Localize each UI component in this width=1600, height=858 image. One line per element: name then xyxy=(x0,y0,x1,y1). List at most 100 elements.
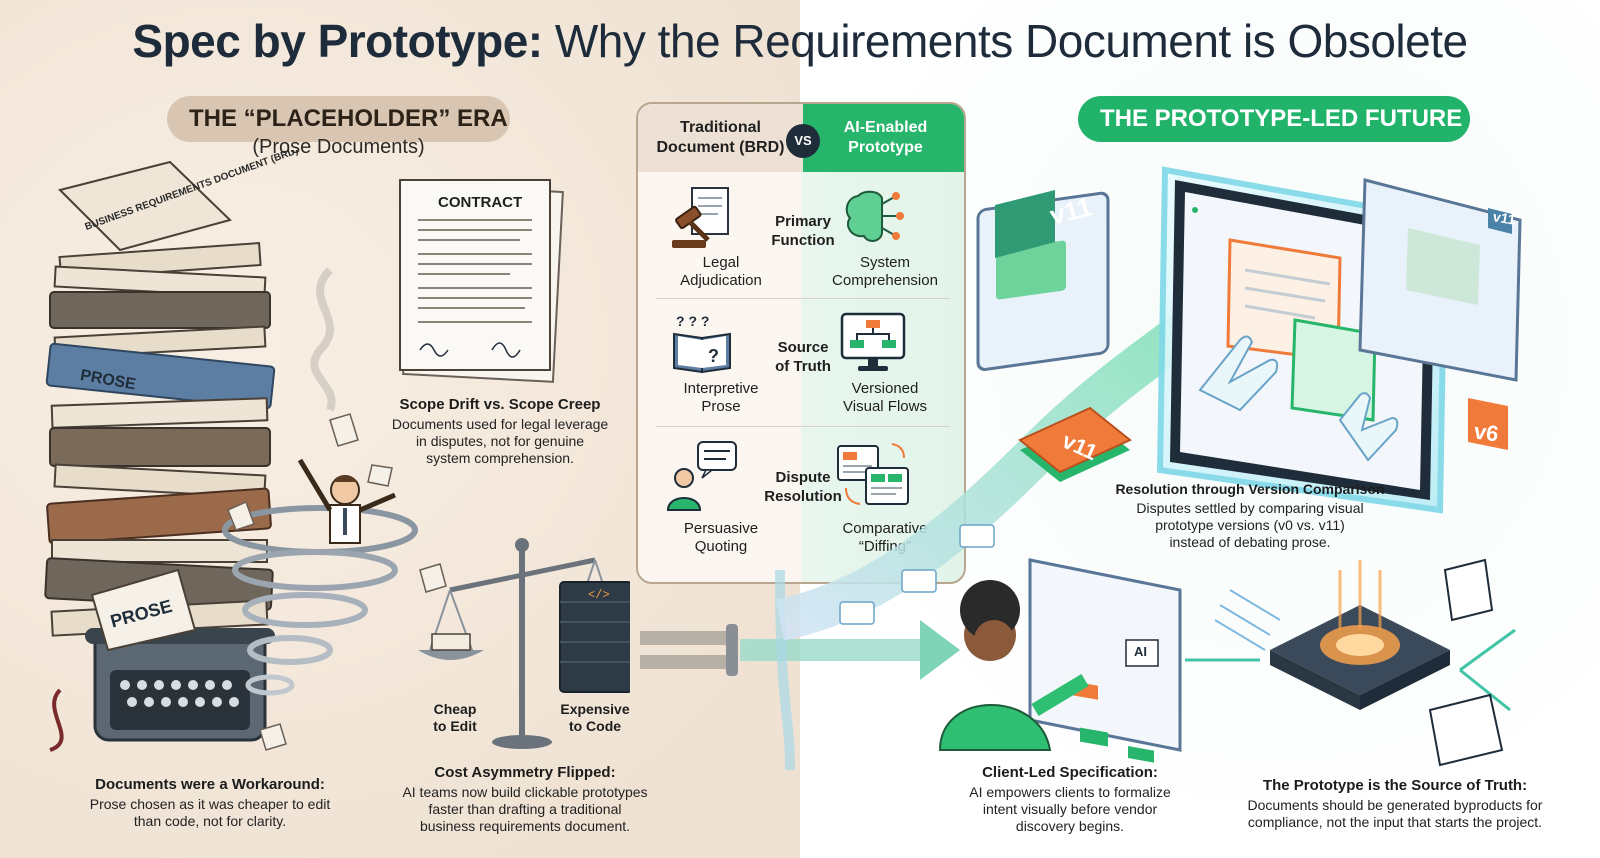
interpretive-prose-label: Interpretive Prose xyxy=(646,380,796,416)
cheap-line: Cheap xyxy=(433,701,477,717)
row-label-line: Dispute xyxy=(775,469,831,486)
header-line: Document (BRD) xyxy=(656,139,785,156)
ai-screen-label: AI xyxy=(1134,644,1147,659)
vs-badge: VS xyxy=(786,124,820,158)
ai-prototype-header: AI-Enabled Prototype xyxy=(803,104,964,172)
scope-drift-line: in disputes, not for genuine xyxy=(415,433,585,449)
workaround-line: Prose chosen as it was cheaper to edit xyxy=(89,796,331,812)
client-led-body: AI empowers clients to formalize intent … xyxy=(940,784,1200,835)
prose-paper xyxy=(90,568,197,652)
prototype-screen-small xyxy=(976,190,1110,371)
svg-text:?: ? xyxy=(708,346,719,366)
legal-adjudication-label: Legal Adjudication xyxy=(646,254,796,290)
flow-arrows xyxy=(1185,628,1516,712)
data-streams xyxy=(1214,589,1281,651)
cost-asymmetry-body: AI teams now build clickable prototypes … xyxy=(375,784,675,835)
row-label-line: Function xyxy=(771,232,835,249)
client-line: intent visually before vendor xyxy=(982,801,1158,817)
brain-network-icon xyxy=(845,190,904,242)
row-label-line: of Truth xyxy=(775,358,831,375)
workaround-title: Documents were a Workaround: xyxy=(95,776,325,793)
svg-text:</>: </> xyxy=(588,588,610,602)
cell-line: Comparative xyxy=(842,520,928,537)
workaround-line: than code, not for clarity. xyxy=(133,813,287,829)
flow-arrow xyxy=(920,620,960,680)
smoke-swirl xyxy=(310,267,336,412)
client-screen xyxy=(1028,558,1182,763)
flying-papers xyxy=(227,413,447,751)
placeholder-era-illustration: BUSINESS REQUIREMENTS DOCUMENT (BRD) PRO… xyxy=(44,150,630,752)
v11-chip-icon xyxy=(1018,406,1132,482)
cell-line: Persuasive xyxy=(683,520,759,537)
client-person-icon xyxy=(938,580,1089,751)
gavel-document-icon xyxy=(672,187,729,248)
scope-drift-body: Documents used for legal leverage in dis… xyxy=(360,416,640,467)
title-rest: Why the Requirements Document is Obsolet… xyxy=(554,15,1468,67)
resolution-title: Resolution through Version Comparison xyxy=(1115,481,1385,497)
cost-line: AI teams now build clickable prototypes xyxy=(402,784,648,800)
v11-badge-shape xyxy=(995,190,1055,258)
back-prototype-screen xyxy=(1358,178,1522,382)
generated-documents-icon xyxy=(1428,558,1504,767)
workaround-body: Prose chosen as it was cheaper to edit t… xyxy=(45,796,375,830)
source-of-truth-title: The Prototype is the Source of Truth: xyxy=(1262,777,1528,794)
cost-line: business requirements document. xyxy=(419,818,631,834)
source-line: Documents should be generated byproducts… xyxy=(1247,797,1543,813)
header-line: AI-Enabled xyxy=(843,119,928,136)
cell-line: Quoting xyxy=(694,538,748,555)
resolution-line: prototype versions (v0 vs. v11) xyxy=(1155,517,1345,533)
source-of-truth-platform-icon xyxy=(1270,560,1450,710)
row-source-of-truth-label: Source of Truth xyxy=(753,338,853,376)
cost-asymmetry-title: Cost Asymmetry Flipped: xyxy=(434,764,616,781)
prototype-future-illustration xyxy=(640,166,1522,770)
cell-line: Prose xyxy=(701,398,741,415)
expensive-line: to Code xyxy=(568,718,622,734)
cell-line: Visual Flows xyxy=(843,398,927,415)
cheap-line: to Edit xyxy=(433,718,477,734)
source-line: compliance, not the input that starts th… xyxy=(1247,814,1543,830)
versioned-visual-flows-label: Versioned Visual Flows xyxy=(810,380,960,416)
expensive-to-code-label: Expensive to Code xyxy=(552,701,638,735)
title-bold-part: Spec by Prototype: xyxy=(132,15,543,67)
cell-line: Versioned xyxy=(851,380,919,397)
row-label-line: Resolution xyxy=(764,488,842,505)
cell-line: Legal xyxy=(702,254,740,271)
svg-text:? ? ?: ? ? ? xyxy=(676,313,709,329)
client-led-title: Client-Led Specification: xyxy=(982,764,1158,781)
version-tag-v6: v6 xyxy=(1472,418,1501,447)
placeholder-era-subtitle: (Prose Documents) xyxy=(252,136,425,158)
open-book-question-icon: ? ? ? ? xyxy=(673,313,731,374)
scope-drift-line: Documents used for legal leverage xyxy=(391,416,609,432)
expensive-line: Expensive xyxy=(560,701,630,717)
tornado-icon xyxy=(222,505,418,696)
row-divider xyxy=(656,298,950,299)
contract-label: CONTRACT xyxy=(438,194,522,211)
client-line: AI empowers clients to formalize xyxy=(969,784,1171,800)
balance-scale-icon: </> xyxy=(418,538,630,749)
speaking-person-icon xyxy=(666,441,737,511)
monitor-flowchart-icon xyxy=(840,312,906,371)
row-divider xyxy=(656,426,950,427)
row-label-line: Primary xyxy=(775,213,831,230)
cell-line: System xyxy=(859,254,910,271)
resolution-body: Disputes settled by comparing visual pro… xyxy=(1090,500,1410,551)
overwhelmed-person-icon xyxy=(297,458,396,544)
row-label-line: Source xyxy=(777,339,829,356)
comparison-table: Traditional Document (BRD) AI-Enabled Pr… xyxy=(636,102,966,584)
persuasive-quoting-label: Persuasive Quoting xyxy=(646,520,796,556)
cell-line: Adjudication xyxy=(680,272,762,289)
cheap-to-edit-label: Cheap to Edit xyxy=(420,701,490,735)
cell-line: Comprehension xyxy=(832,272,938,289)
typewriter-icon xyxy=(49,628,275,752)
header-line: Traditional xyxy=(680,119,761,136)
placeholder-era-pill: THE “PLACEHOLDER” ERA xyxy=(167,96,510,142)
resolution-line: instead of debating prose. xyxy=(1169,534,1331,550)
comparative-diff-screens-icon xyxy=(837,443,909,505)
header-line: Prototype xyxy=(848,139,923,156)
row-dispute-resolution-label: Dispute Resolution xyxy=(748,468,858,506)
cost-line: faster than drafting a traditional xyxy=(428,801,622,817)
scope-drift-line: system comprehension. xyxy=(426,450,574,466)
page-title: Spec by Prototype: Why the Requirements … xyxy=(0,14,1600,68)
system-comprehension-label: System Comprehension xyxy=(810,254,960,290)
v6-badge-shape xyxy=(1468,398,1508,450)
